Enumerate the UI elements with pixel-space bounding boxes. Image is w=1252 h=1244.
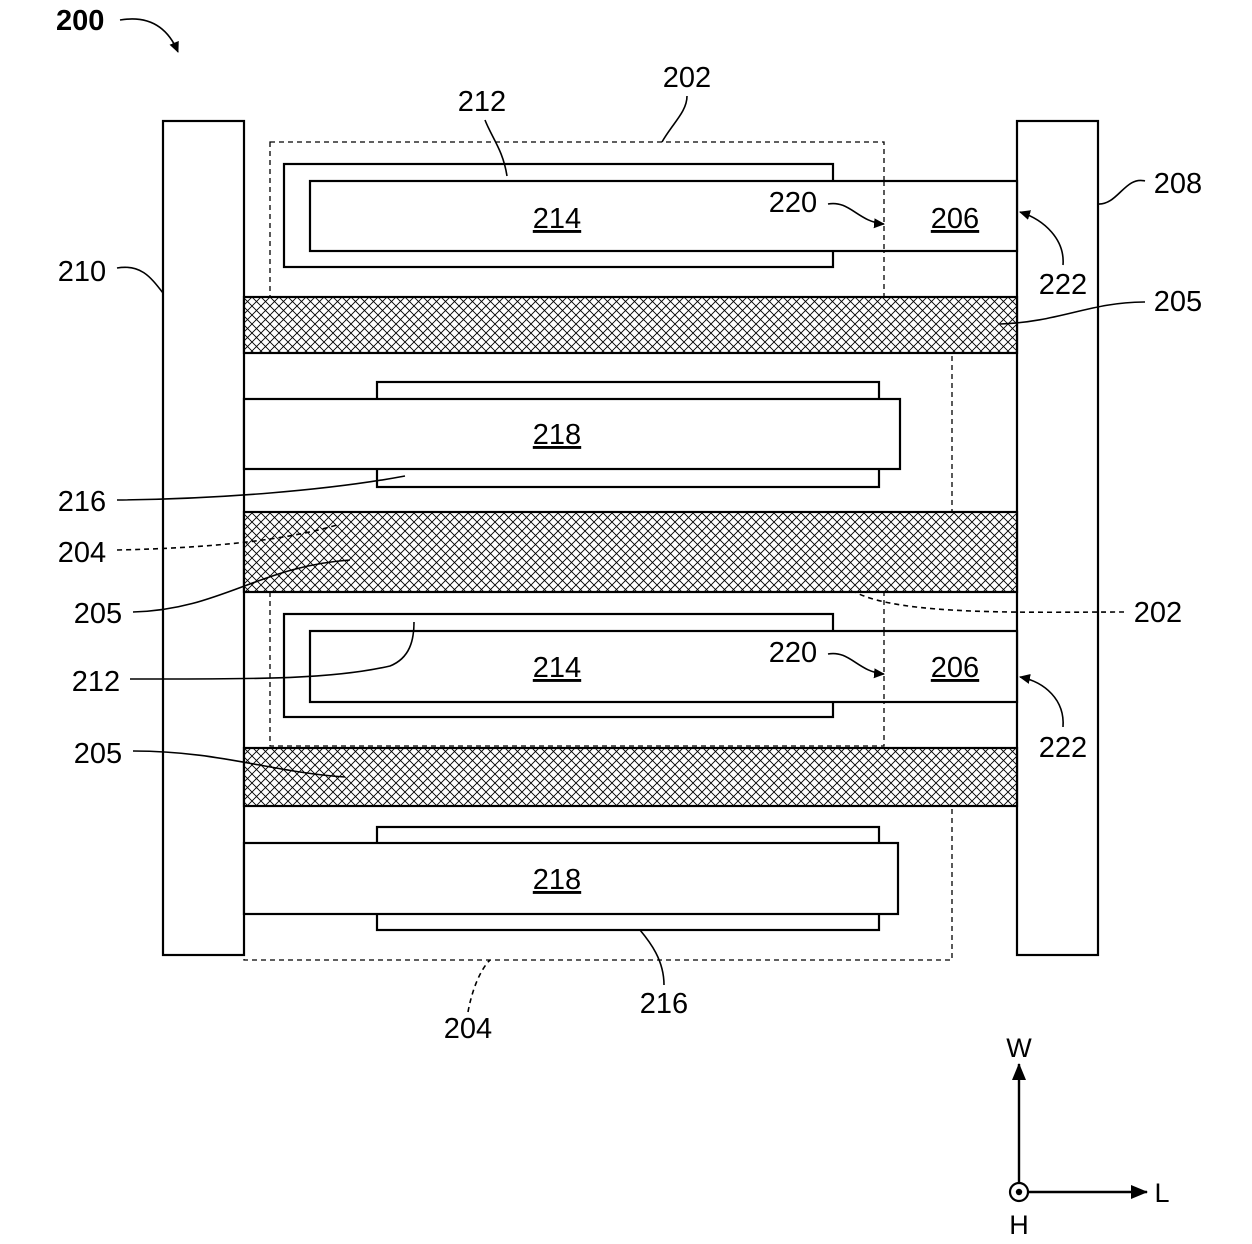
label-212-bottom: 212 [72, 666, 120, 698]
leader-216-middle [117, 476, 405, 500]
label-208: 208 [1154, 168, 1202, 200]
label-205-bottom: 205 [74, 738, 122, 770]
label-205-right: 205 [1154, 286, 1202, 318]
separator-2 [244, 512, 1017, 592]
label-220-bottom: 220 [769, 637, 817, 669]
axis-h-dot [1016, 1189, 1022, 1195]
figure-ref-label: 200 [56, 5, 104, 37]
right-current-collector [1017, 121, 1098, 955]
anode-layer-label-bottom: 218 [533, 864, 581, 896]
left-current-collector [163, 121, 244, 955]
cathode-layer-bottom [310, 631, 1017, 702]
label-216-middle: 216 [58, 486, 106, 518]
label-216-bottom: 216 [640, 988, 688, 1020]
leader-204-bottom [468, 960, 490, 1012]
axis-h-label: H [1009, 1210, 1029, 1240]
cathode-tab-label-top: 206 [931, 203, 979, 235]
label-220-top: 220 [769, 187, 817, 219]
leader-208 [1098, 180, 1145, 204]
figure-ref-arrow [120, 19, 178, 52]
label-210: 210 [58, 256, 106, 288]
leader-210 [117, 267, 163, 293]
label-202-top: 202 [663, 62, 711, 94]
leader-202-top [662, 96, 687, 142]
leader-216-bottom [640, 930, 664, 985]
label-222-bottom: 222 [1039, 732, 1087, 764]
separator-1 [244, 297, 1017, 353]
axis-w-label: W [1006, 1033, 1032, 1063]
label-205-middle: 205 [74, 598, 122, 630]
label-204-middle: 204 [58, 537, 106, 569]
label-222-top: 222 [1039, 269, 1087, 301]
cathode-layer-top [310, 181, 1017, 251]
cathode-layer-label-bottom: 214 [533, 652, 581, 684]
axis-indicator: W L H [1006, 1033, 1169, 1240]
cathode-tab-label-bottom: 206 [931, 652, 979, 684]
separator-3 [244, 748, 1017, 806]
cathode-layer-label-top: 214 [533, 203, 581, 235]
label-212-top: 212 [458, 86, 506, 118]
label-202-middle: 202 [1134, 597, 1182, 629]
axis-l-label: L [1154, 1178, 1169, 1208]
label-204-bottom: 204 [444, 1013, 492, 1045]
anode-layer-label-top: 218 [533, 419, 581, 451]
